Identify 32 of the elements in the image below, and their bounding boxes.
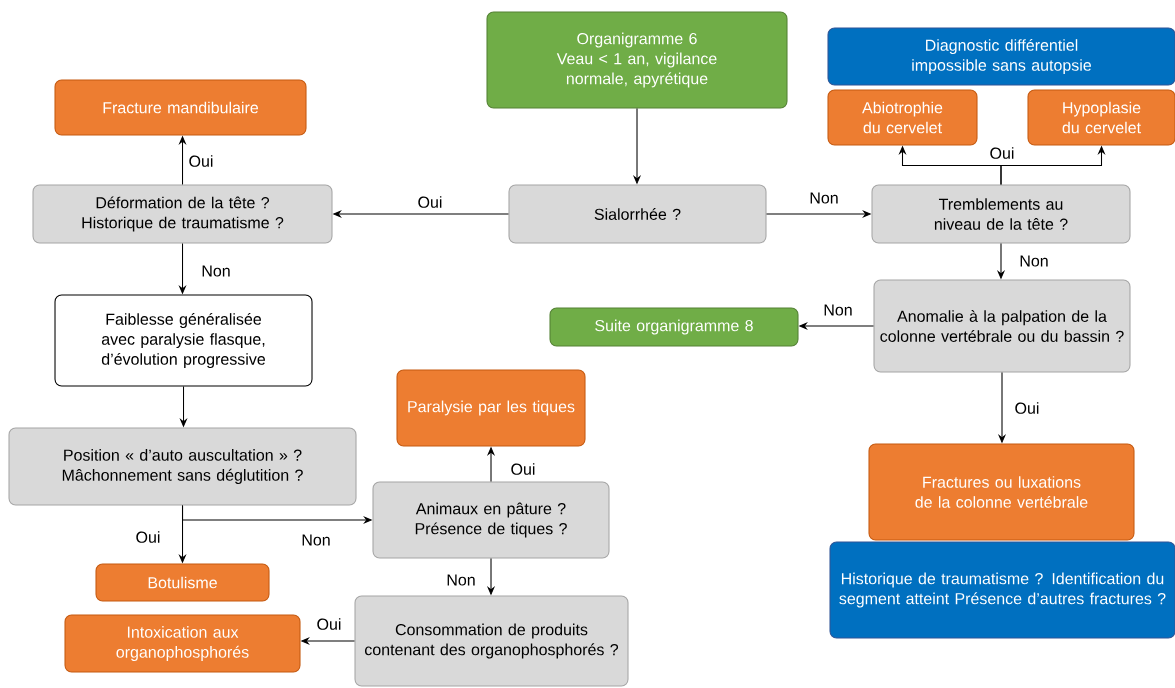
question-box: Anomalie à la palpation de la colonne vertébrale ou du bassin ? [873,279,1131,373]
note-box: Historique de traumatisme ? Identification du segment atteint Présence d’autres fractures ? [829,541,1175,639]
edge-label: Oui [315,616,343,632]
diagnosis-box: Fracture mandibulaire [54,79,307,136]
edge-label: Non [822,303,854,317]
question-box: Consommation de produits contenant des organophosphorés ? [354,595,629,687]
edge-label: Oui [1013,400,1041,416]
question-box: Animaux en pâture ? Présence de tiques ? [372,481,610,559]
diagnosis-box: Hypoplasie du cervelet [1027,89,1175,146]
diagnosis-box: Botulisme [95,563,270,602]
edge-label: Non [808,191,840,205]
diagnosis-box: Intoxication aux organophosphorés [64,614,301,673]
edge-label: Oui [509,461,537,477]
question-box: Tremblements au niveau de la tête ? [871,184,1131,244]
diagnosis-box: Fractures ou luxations de la colonne vertébrale [868,443,1135,541]
question-box: Déformation de la tête ? Historique de traumatisme ? [32,184,333,244]
edge-label: Non [200,264,232,278]
edge-label: Oui [988,145,1016,161]
question-box: Sialorrhée ? [508,184,767,244]
question-box: Position « d’auto auscultation » ? Mâchonnement sans déglutition ? [8,427,357,506]
edge-label: Oui [187,153,215,169]
diagnosis-box: Abiotrophie du cervelet [827,89,978,146]
diagnosis-box: Paralysie par les tiques [396,369,586,447]
process-box: Faiblesse généralisée avec paralysie flasque, d’évolution progressive [54,294,313,387]
edge-label: Oui [134,529,162,545]
note-box: Diagnostic différentiel impossible sans autopsie [827,27,1175,86]
edge-label: Oui [416,194,444,210]
edge-label: Non [1018,254,1050,268]
start-box: Organigramme 6 Veau < 1 an, vigilance normale, apyrétique [486,11,788,109]
edge-label: Non [300,533,332,547]
edge-label: Non [445,573,477,587]
start-box: Suite organigramme 8 [549,307,799,347]
